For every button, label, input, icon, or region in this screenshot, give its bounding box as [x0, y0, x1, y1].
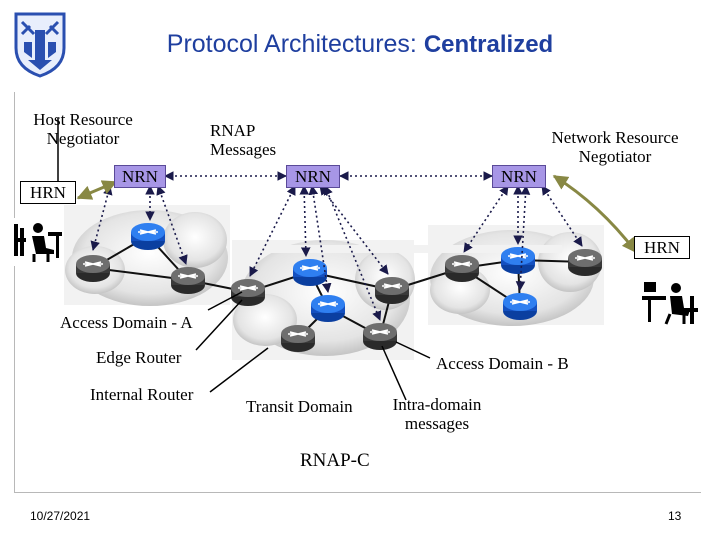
- internal-router-icon: [310, 294, 346, 323]
- edge-router-icon: [230, 278, 266, 307]
- university-logo: [14, 12, 66, 78]
- edge-router-label: Edge Router: [96, 348, 182, 367]
- edge-router-icon: [75, 254, 111, 283]
- title-sub: Centralized: [423, 31, 554, 58]
- host-resource-negotiator-label: Host Resource Negotiator: [18, 110, 148, 148]
- label-line: Negotiator: [578, 147, 652, 166]
- rnap-message-arrows: [90, 171, 583, 321]
- label-line: RNAP: [210, 121, 256, 140]
- internal-router-icon: [502, 292, 538, 321]
- slide-title: Protocol Architectures: Centralized: [0, 30, 720, 59]
- edge-router-icon: [362, 322, 398, 351]
- title-main: Protocol Architectures:: [166, 30, 417, 58]
- internal-router-icon: [130, 222, 166, 251]
- hrn-node-right: HRN: [634, 236, 690, 259]
- user-workstation-icon: [12, 218, 64, 266]
- edge-router-icon: [567, 248, 603, 277]
- access-domain-a-label: Access Domain - A: [60, 313, 193, 332]
- rnap-messages-label: RNAP Messages: [210, 121, 276, 159]
- label-line: messages: [404, 414, 470, 433]
- internal-router-icon: [500, 246, 536, 275]
- footer-date: 10/27/2021: [30, 509, 91, 523]
- page-number: 13: [668, 509, 682, 523]
- backdrop-strip: [232, 245, 562, 253]
- network-resource-negotiator-label: Network Resource Negotiator: [536, 128, 694, 166]
- edge-router-icon: [444, 254, 480, 283]
- internal-router-icon: [292, 258, 328, 287]
- label-line: Intra-domain: [392, 395, 482, 414]
- edge-router-icon: [170, 266, 206, 295]
- hrn-nrn-arrows: [76, 174, 638, 254]
- diagram-frame: [14, 92, 701, 493]
- hrn-node-left: HRN: [20, 181, 76, 204]
- label-line: Negotiator: [46, 129, 120, 148]
- access-domain-b-label: Access Domain - B: [436, 354, 569, 373]
- transit-domain-label: Transit Domain: [246, 397, 353, 416]
- label-line: Network Resource: [551, 128, 679, 147]
- nrn-node-transit: NRN: [286, 165, 340, 188]
- nrn-node-a: NRN: [114, 165, 166, 188]
- intra-domain-messages-label: Intra-domain messages: [392, 395, 482, 433]
- edge-router-icon: [280, 324, 316, 353]
- user-workstation-icon: [640, 276, 700, 328]
- rnap-c-label: RNAP-C: [300, 450, 370, 471]
- label-line: Messages: [210, 140, 277, 159]
- edge-router-icon: [374, 276, 410, 305]
- label-line: Host Resource: [33, 110, 133, 129]
- pointer-lines: [57, 118, 431, 401]
- nrn-node-b: NRN: [492, 165, 546, 188]
- internal-router-label: Internal Router: [90, 385, 194, 404]
